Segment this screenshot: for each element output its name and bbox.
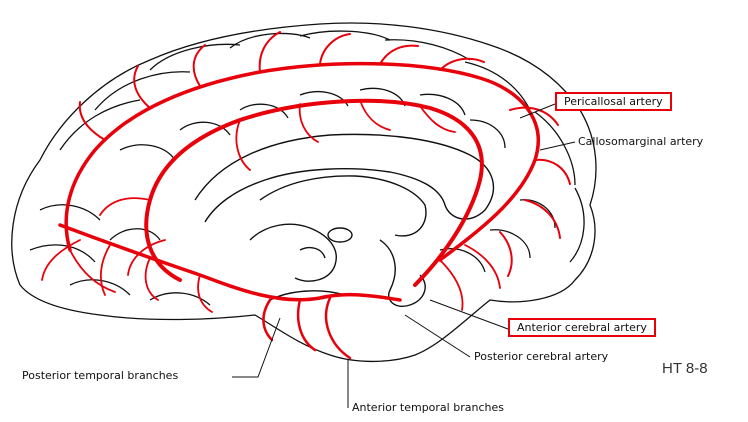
brain-outline: [11, 22, 597, 363]
figure-code: HT 8-8: [662, 360, 708, 377]
anterior-cerebral-artery-label: Anterior cerebral artery: [508, 318, 656, 337]
pericallosal-artery-label: Pericallosal artery: [555, 92, 672, 111]
posterior-cerebral-artery-vessel: [58, 223, 402, 302]
callosomarginal-artery-vessel: [64, 61, 540, 262]
arteries: [41, 31, 571, 360]
leader-lines: [232, 103, 576, 408]
anterior-temporal-branches-label: Anterior temporal branches: [352, 401, 504, 414]
posterior-cerebral-artery-label: Posterior cerebral artery: [474, 350, 609, 363]
pericallosal-artery-vessel: [144, 98, 484, 287]
corpus-callosum: [194, 133, 495, 307]
posterior-temporal-branches-label: Posterior temporal branches: [22, 369, 179, 382]
callosomarginal-artery-label: Callosomarginal artery: [578, 135, 704, 148]
